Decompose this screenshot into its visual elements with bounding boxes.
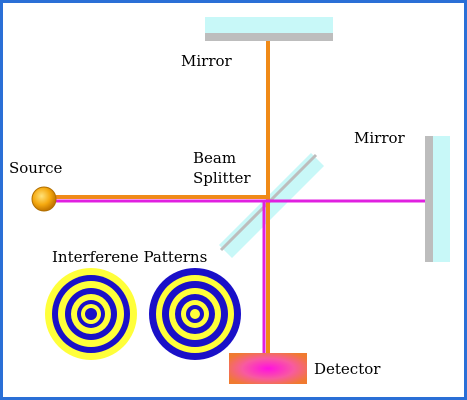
right-mirror-back bbox=[425, 136, 434, 262]
source-lamp bbox=[31, 186, 57, 212]
mirror-right-label: Mirror bbox=[354, 129, 405, 147]
top-mirror-back bbox=[205, 33, 333, 41]
detector-box bbox=[229, 353, 307, 384]
interference-pattern-1 bbox=[45, 268, 137, 360]
top-mirror bbox=[205, 17, 333, 41]
top-mirror-face bbox=[205, 17, 333, 34]
right-mirror bbox=[425, 136, 450, 262]
interference-patterns-label: Interferene Patterns bbox=[52, 248, 208, 266]
interference-pattern-2 bbox=[149, 268, 241, 360]
beam-splitter-label-line2: Splitter bbox=[193, 169, 251, 187]
source-label: Source bbox=[9, 159, 63, 177]
beam-splitter-glass bbox=[219, 153, 324, 258]
mirror-top-label: Mirror bbox=[181, 52, 232, 70]
detector-label: Detector bbox=[314, 360, 381, 378]
beam-splitter-label-line1: Beam bbox=[193, 149, 237, 167]
right-mirror-face bbox=[433, 136, 450, 262]
beam-splitter-label: Beam Splitter bbox=[193, 148, 251, 188]
